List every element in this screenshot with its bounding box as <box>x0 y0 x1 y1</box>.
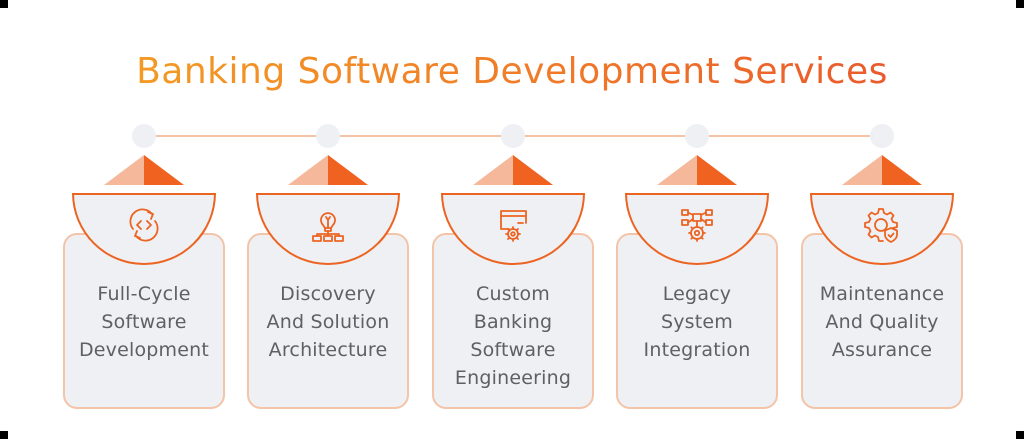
timeline-node <box>870 124 894 148</box>
label-line: Legacy <box>662 283 732 305</box>
pointer-triangle-light <box>842 155 882 185</box>
gear-shield-icon <box>862 205 902 245</box>
pointer-triangle-light <box>288 155 328 185</box>
label-line: Development <box>78 339 210 361</box>
timeline-node <box>685 124 709 148</box>
timeline-node <box>132 124 156 148</box>
label-line: Integration <box>643 339 751 361</box>
corner-mark <box>1016 0 1024 8</box>
label-line: System <box>660 311 734 333</box>
label-line: Custom <box>476 283 550 305</box>
service-label: Custom Banking Software Engineering <box>432 280 594 392</box>
label-line: Assurance <box>831 339 933 361</box>
page-title: Banking Software Development Services <box>0 46 1024 98</box>
pointer-triangle-dark <box>697 155 737 185</box>
pointer-triangle-dark <box>328 155 368 185</box>
pointer-triangle-light <box>657 155 697 185</box>
step-legacy-integration: Legacy System Integration <box>616 0 778 439</box>
label-line: Architecture <box>268 339 388 361</box>
step-discovery: Discovery And Solution Architecture <box>247 0 409 439</box>
service-card <box>616 233 778 409</box>
label-line: Maintenance <box>819 283 945 305</box>
label-line: Software <box>101 311 187 333</box>
pointer-triangle-dark <box>513 155 553 185</box>
pointer-triangle-dark <box>144 155 184 185</box>
label-line: And Solution <box>266 311 390 333</box>
code-sync-icon <box>124 205 164 245</box>
lightbulb-hierarchy-icon <box>308 205 348 245</box>
service-label: Full-Cycle Software Development <box>63 280 225 364</box>
network-gear-icon <box>677 205 717 245</box>
label-line: Banking <box>473 311 553 333</box>
timeline-node <box>501 124 525 148</box>
label-line: Engineering <box>454 367 572 389</box>
service-label: Maintenance And Quality Assurance <box>801 280 963 364</box>
step-full-cycle: Full-Cycle Software Development <box>63 0 225 439</box>
step-custom-banking: Custom Banking Software Engineering <box>432 0 594 439</box>
service-label: Legacy System Integration <box>616 280 778 364</box>
label-line: Software <box>470 339 556 361</box>
corner-mark <box>0 431 8 439</box>
timeline-node <box>316 124 340 148</box>
card-gear-icon <box>493 205 533 245</box>
service-label: Discovery And Solution Architecture <box>247 280 409 364</box>
label-line: Discovery <box>280 283 376 305</box>
corner-mark <box>0 0 8 8</box>
label-line: Full-Cycle <box>97 283 191 305</box>
pointer-triangle-light <box>473 155 513 185</box>
title-text: Banking Software Development Services <box>136 51 888 92</box>
corner-mark <box>1016 431 1024 439</box>
pointer-triangle-light <box>104 155 144 185</box>
label-line: And Quality <box>825 311 939 333</box>
step-maintenance-qa: Maintenance And Quality Assurance <box>801 0 963 439</box>
pointer-triangle-dark <box>882 155 922 185</box>
